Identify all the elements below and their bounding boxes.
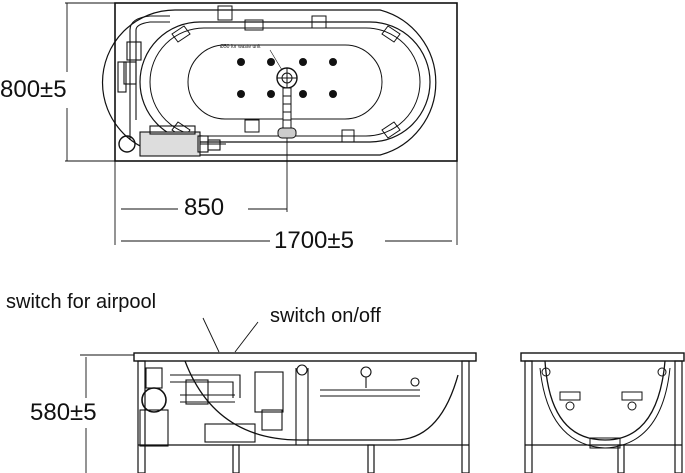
air-jet [267,90,275,98]
side-rim [133,352,477,362]
end-tub-body [544,360,666,441]
tub-outer-rim [114,2,458,162]
air-jet [299,58,307,66]
air-jet [299,90,307,98]
end-view [520,352,685,473]
air-jets [237,58,337,98]
air-jet [329,90,337,98]
dim-length-label: 1700±5 [274,227,354,254]
air-jet [237,90,245,98]
dim-height-label: 580±5 [30,399,97,426]
side-plumbing [139,364,420,447]
side-view [80,317,477,473]
end-rim [520,352,685,362]
switch-leader [234,321,259,353]
inner-bowl [187,44,383,120]
dim-width-label: 800±5 [0,76,67,103]
pump-motor [118,135,136,153]
frame [137,360,470,473]
pump-assembly [117,15,226,157]
air-jet [237,58,245,66]
air-jet [267,58,275,66]
top-dimensions [65,2,458,245]
airpool-leader [202,317,220,353]
ring-fittings [171,5,401,143]
waste-note: Ø50 for waste unit [220,44,261,50]
airpool-switch-label: switch for airpool [6,291,157,313]
tub-body [184,360,459,441]
top-view [65,2,458,245]
side-pump [141,387,167,413]
pipe-ring-outer [139,21,431,143]
dim-drain-label: 850 [184,194,225,221]
waste-pipe [282,87,292,129]
air-jet [329,58,337,66]
pipe-ring-inner [149,27,421,137]
on-off-switch-label: switch on/off [270,305,381,327]
